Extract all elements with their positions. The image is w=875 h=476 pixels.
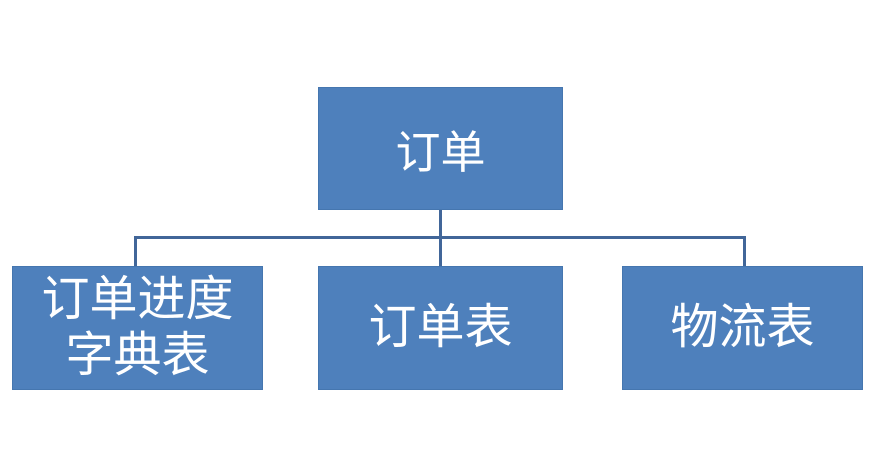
node-logistics-table: 物流表	[622, 266, 863, 390]
node-order-table-label: 订单表	[368, 301, 513, 354]
connector-right-drop	[743, 236, 746, 266]
node-logistics-table-label: 物流表	[670, 301, 815, 354]
node-order-progress-dict-table: 订单进度 字典表	[12, 266, 263, 390]
node-order-table: 订单表	[318, 266, 563, 390]
connector-horizontal-rail	[134, 236, 746, 239]
connector-left-drop	[134, 236, 137, 266]
node-order-progress-dict-table-line1: 订单进度	[41, 273, 234, 326]
node-order-progress-dict-table-line2: 字典表	[65, 329, 210, 382]
node-order: 订单	[318, 87, 563, 210]
node-order-label: 订单	[395, 128, 486, 178]
